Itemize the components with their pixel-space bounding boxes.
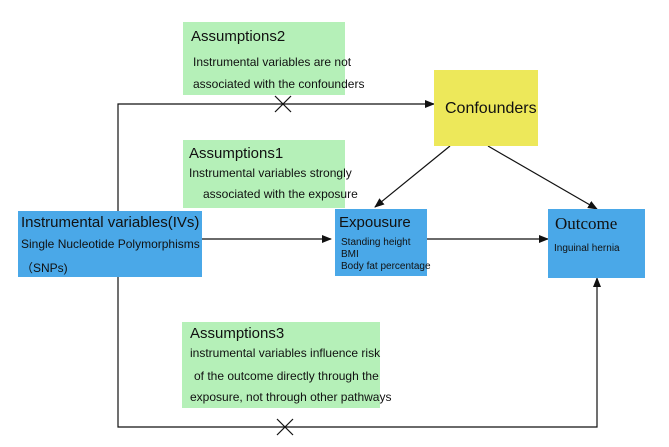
outcome-box: Outcome Inguinal hernia [548,209,645,278]
confounders-box: Confounders [434,70,538,146]
exposure-item: Standing height [341,237,411,248]
confounders-to-outcome-arrow [487,145,598,210]
iv-line: Single Nucleotide Polymorphisms [21,237,200,251]
assumption3-line: exposure, not through other pathways [190,390,392,404]
assumption1-line: Instrumental variables strongly [189,166,352,180]
iv-line: （SNPs) [21,261,68,275]
assumption3-box: Assumptions3 instrumental variables infl… [182,322,391,408]
confounders-label: Confounders [445,100,537,117]
assumption3-line: instrumental variables influence risk [190,346,381,360]
assumption1-title: Assumptions1 [189,145,284,162]
assumption2-line: associated with the confounders [193,77,365,91]
outcome-title: Outcome [555,214,618,233]
iv-to-outcome-bottom-path [117,268,601,428]
iv-title: Instrumental variables(IVs) [21,214,200,231]
exposure-item: BMI [341,249,359,260]
iv-box: Instrumental variables(IVs) Single Nucle… [18,211,202,277]
assumption3-line: of the outcome directly through the [194,369,379,383]
blocked-cross-top [274,95,292,113]
assumption1-box: Assumptions1 Instrumental variables stro… [183,140,358,208]
assumption2-title: Assumptions2 [191,28,286,45]
exposure-title: Expousure [339,214,411,231]
confounders-to-exposure-arrow [374,145,451,208]
iv-to-confounders-path [117,100,435,212]
assumption3-title: Assumptions3 [190,325,285,342]
exposure-box: Expousure Standing height BMI Body fat p… [335,209,431,276]
outcome-item: Inguinal hernia [554,243,620,254]
assumption2-line: Instrumental variables are not [193,55,352,69]
blocked-cross-bottom [276,418,294,436]
assumption2-box: Assumptions2 Instrumental variables are … [183,22,364,95]
exposure-item: Body fat percentage [341,261,431,272]
assumption1-line: associated with the exposure [203,187,358,201]
